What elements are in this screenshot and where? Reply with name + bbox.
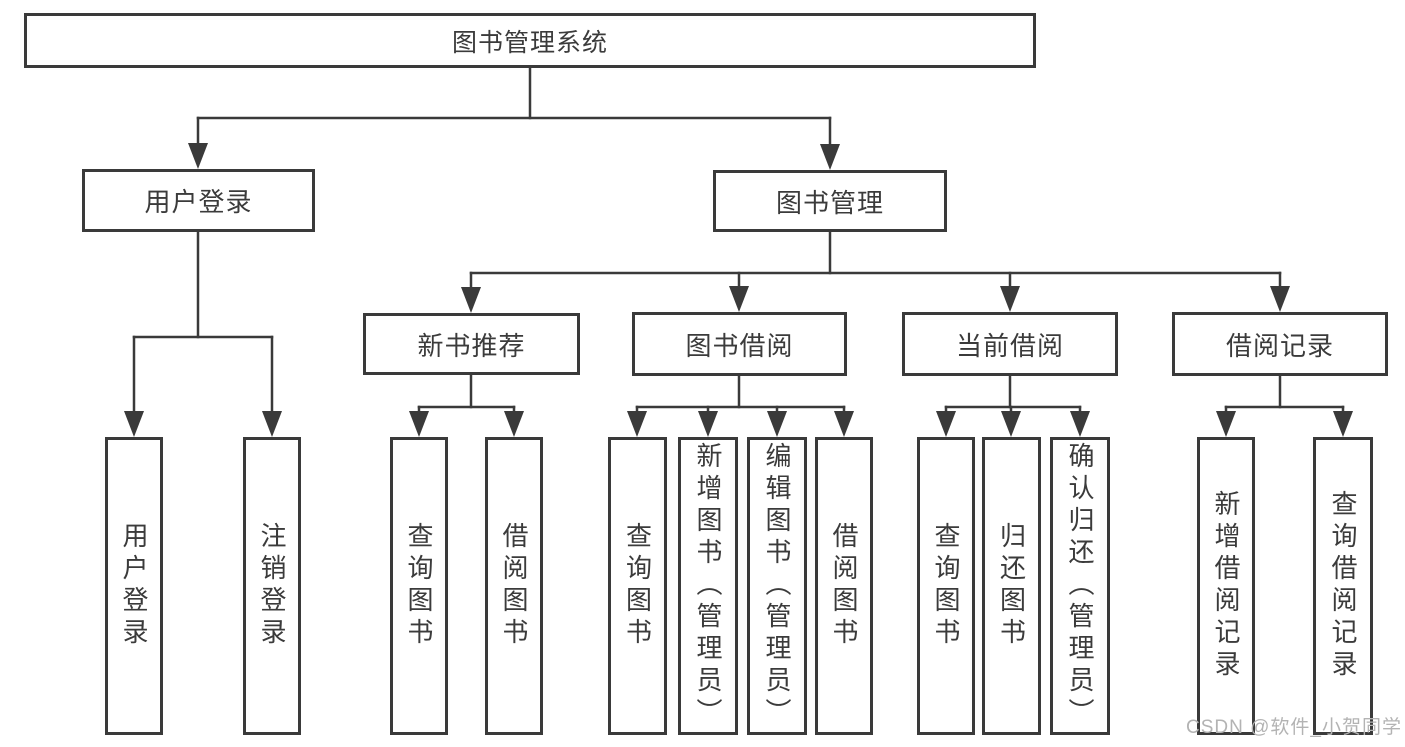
node-borrowing-records: 借阅记录 <box>1172 312 1388 376</box>
arrow-icon <box>124 411 144 437</box>
leaf-query-books-borrowing: 查询图书 <box>608 437 667 735</box>
arrow-icon <box>1216 411 1236 437</box>
arrow-icon <box>409 411 429 437</box>
leaf-add-books-admin: 新增图书（管理员） <box>678 437 738 735</box>
arrow-icon <box>262 411 282 437</box>
leaf-user-login: 用户登录 <box>105 437 163 735</box>
node-user-login: 用户登录 <box>82 169 315 232</box>
arrow-icon <box>936 411 956 437</box>
arrow-icon <box>1070 411 1090 437</box>
arrow-icon <box>627 411 647 437</box>
leaf-edit-books-admin: 编辑图书（管理员） <box>747 437 807 735</box>
node-current-borrowing: 当前借阅 <box>902 312 1118 376</box>
arrow-icon <box>461 287 481 313</box>
arrow-icon <box>1001 411 1021 437</box>
node-book-borrowing: 图书借阅 <box>632 312 847 376</box>
csdn-watermark: CSDN @软件_小贺同学 <box>1186 717 1402 738</box>
leaf-confirm-return-admin: 确认归还（管理员） <box>1050 437 1110 735</box>
leaf-logout: 注销登录 <box>243 437 301 735</box>
node-new-book-recommend: 新书推荐 <box>363 313 580 375</box>
arrowheads <box>124 143 1353 437</box>
arrow-icon <box>504 411 524 437</box>
arrow-icon <box>1270 286 1290 312</box>
arrow-icon <box>820 144 840 170</box>
leaf-return-books: 归还图书 <box>982 437 1041 735</box>
arrow-icon <box>767 411 787 437</box>
leaf-borrow-books-recommend: 借阅图书 <box>485 437 543 735</box>
node-book-management: 图书管理 <box>713 170 947 232</box>
leaf-query-books-current: 查询图书 <box>917 437 975 735</box>
arrow-icon <box>698 411 718 437</box>
arrow-icon <box>1000 286 1020 312</box>
arrow-icon <box>729 286 749 312</box>
leaf-borrow-books: 借阅图书 <box>815 437 873 735</box>
arrow-icon <box>834 411 854 437</box>
arrow-icon <box>188 143 208 169</box>
leaf-add-borrow-record: 新增借阅记录 <box>1197 437 1255 735</box>
leaf-query-books-recommend: 查询图书 <box>390 437 448 735</box>
arrow-icon <box>1333 411 1353 437</box>
leaf-query-borrow-record: 查询借阅记录 <box>1313 437 1373 735</box>
node-root-library-system: 图书管理系统 <box>24 13 1036 68</box>
